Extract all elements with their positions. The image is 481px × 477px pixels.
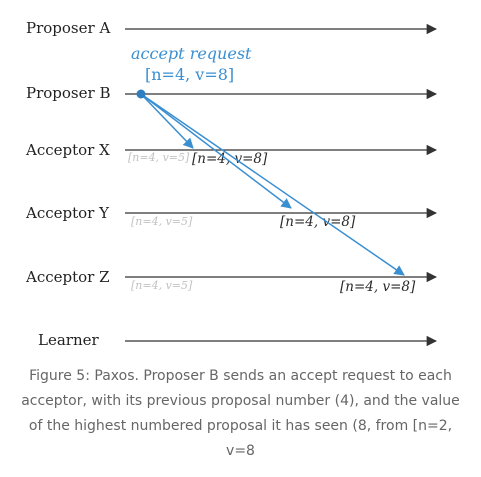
accept-request-title: accept request (131, 44, 252, 63)
figure-caption: Figure 5: Paxos. Proposer B sends an acc… (21, 368, 460, 459)
acceptor-z-previous-value: [n=4, v=5] (131, 279, 193, 292)
proposer-b-send-point (136, 89, 146, 99)
paxos-diagram: Proposer A Proposer B Acceptor X Accepto… (25, 19, 438, 349)
acceptor-z-accepted-value: [n=4, v=8] (340, 279, 416, 295)
message-arrow-to-acceptor-z (140, 93, 405, 276)
lane-label-proposer-a: Proposer A (26, 19, 110, 37)
message-arrow-to-acceptor-x (140, 93, 194, 149)
message-arrow-to-acceptor-y (140, 93, 292, 209)
lane-label-acceptor-z: Acceptor Z (25, 268, 110, 286)
acceptor-y-previous-value: [n=4, v=5] (131, 215, 193, 228)
acceptor-x-previous-value: [n=4, v=5] (128, 151, 190, 164)
acceptor-y-accepted-value: [n=4, v=8] (280, 214, 356, 230)
accept-request-value: [n=4, v=8] (145, 65, 234, 84)
lane-label-acceptor-x: Acceptor X (25, 141, 110, 159)
paxos-diagram-svg: Proposer A Proposer B Acceptor X Accepto… (25, 19, 438, 349)
lane-label-acceptor-y: Acceptor Y (25, 204, 110, 222)
lane-label-learner: Learner (38, 331, 99, 349)
lane-label-proposer-b: Proposer B (26, 84, 110, 102)
acceptor-x-accepted-value: [n=4, v=8] (192, 151, 268, 167)
